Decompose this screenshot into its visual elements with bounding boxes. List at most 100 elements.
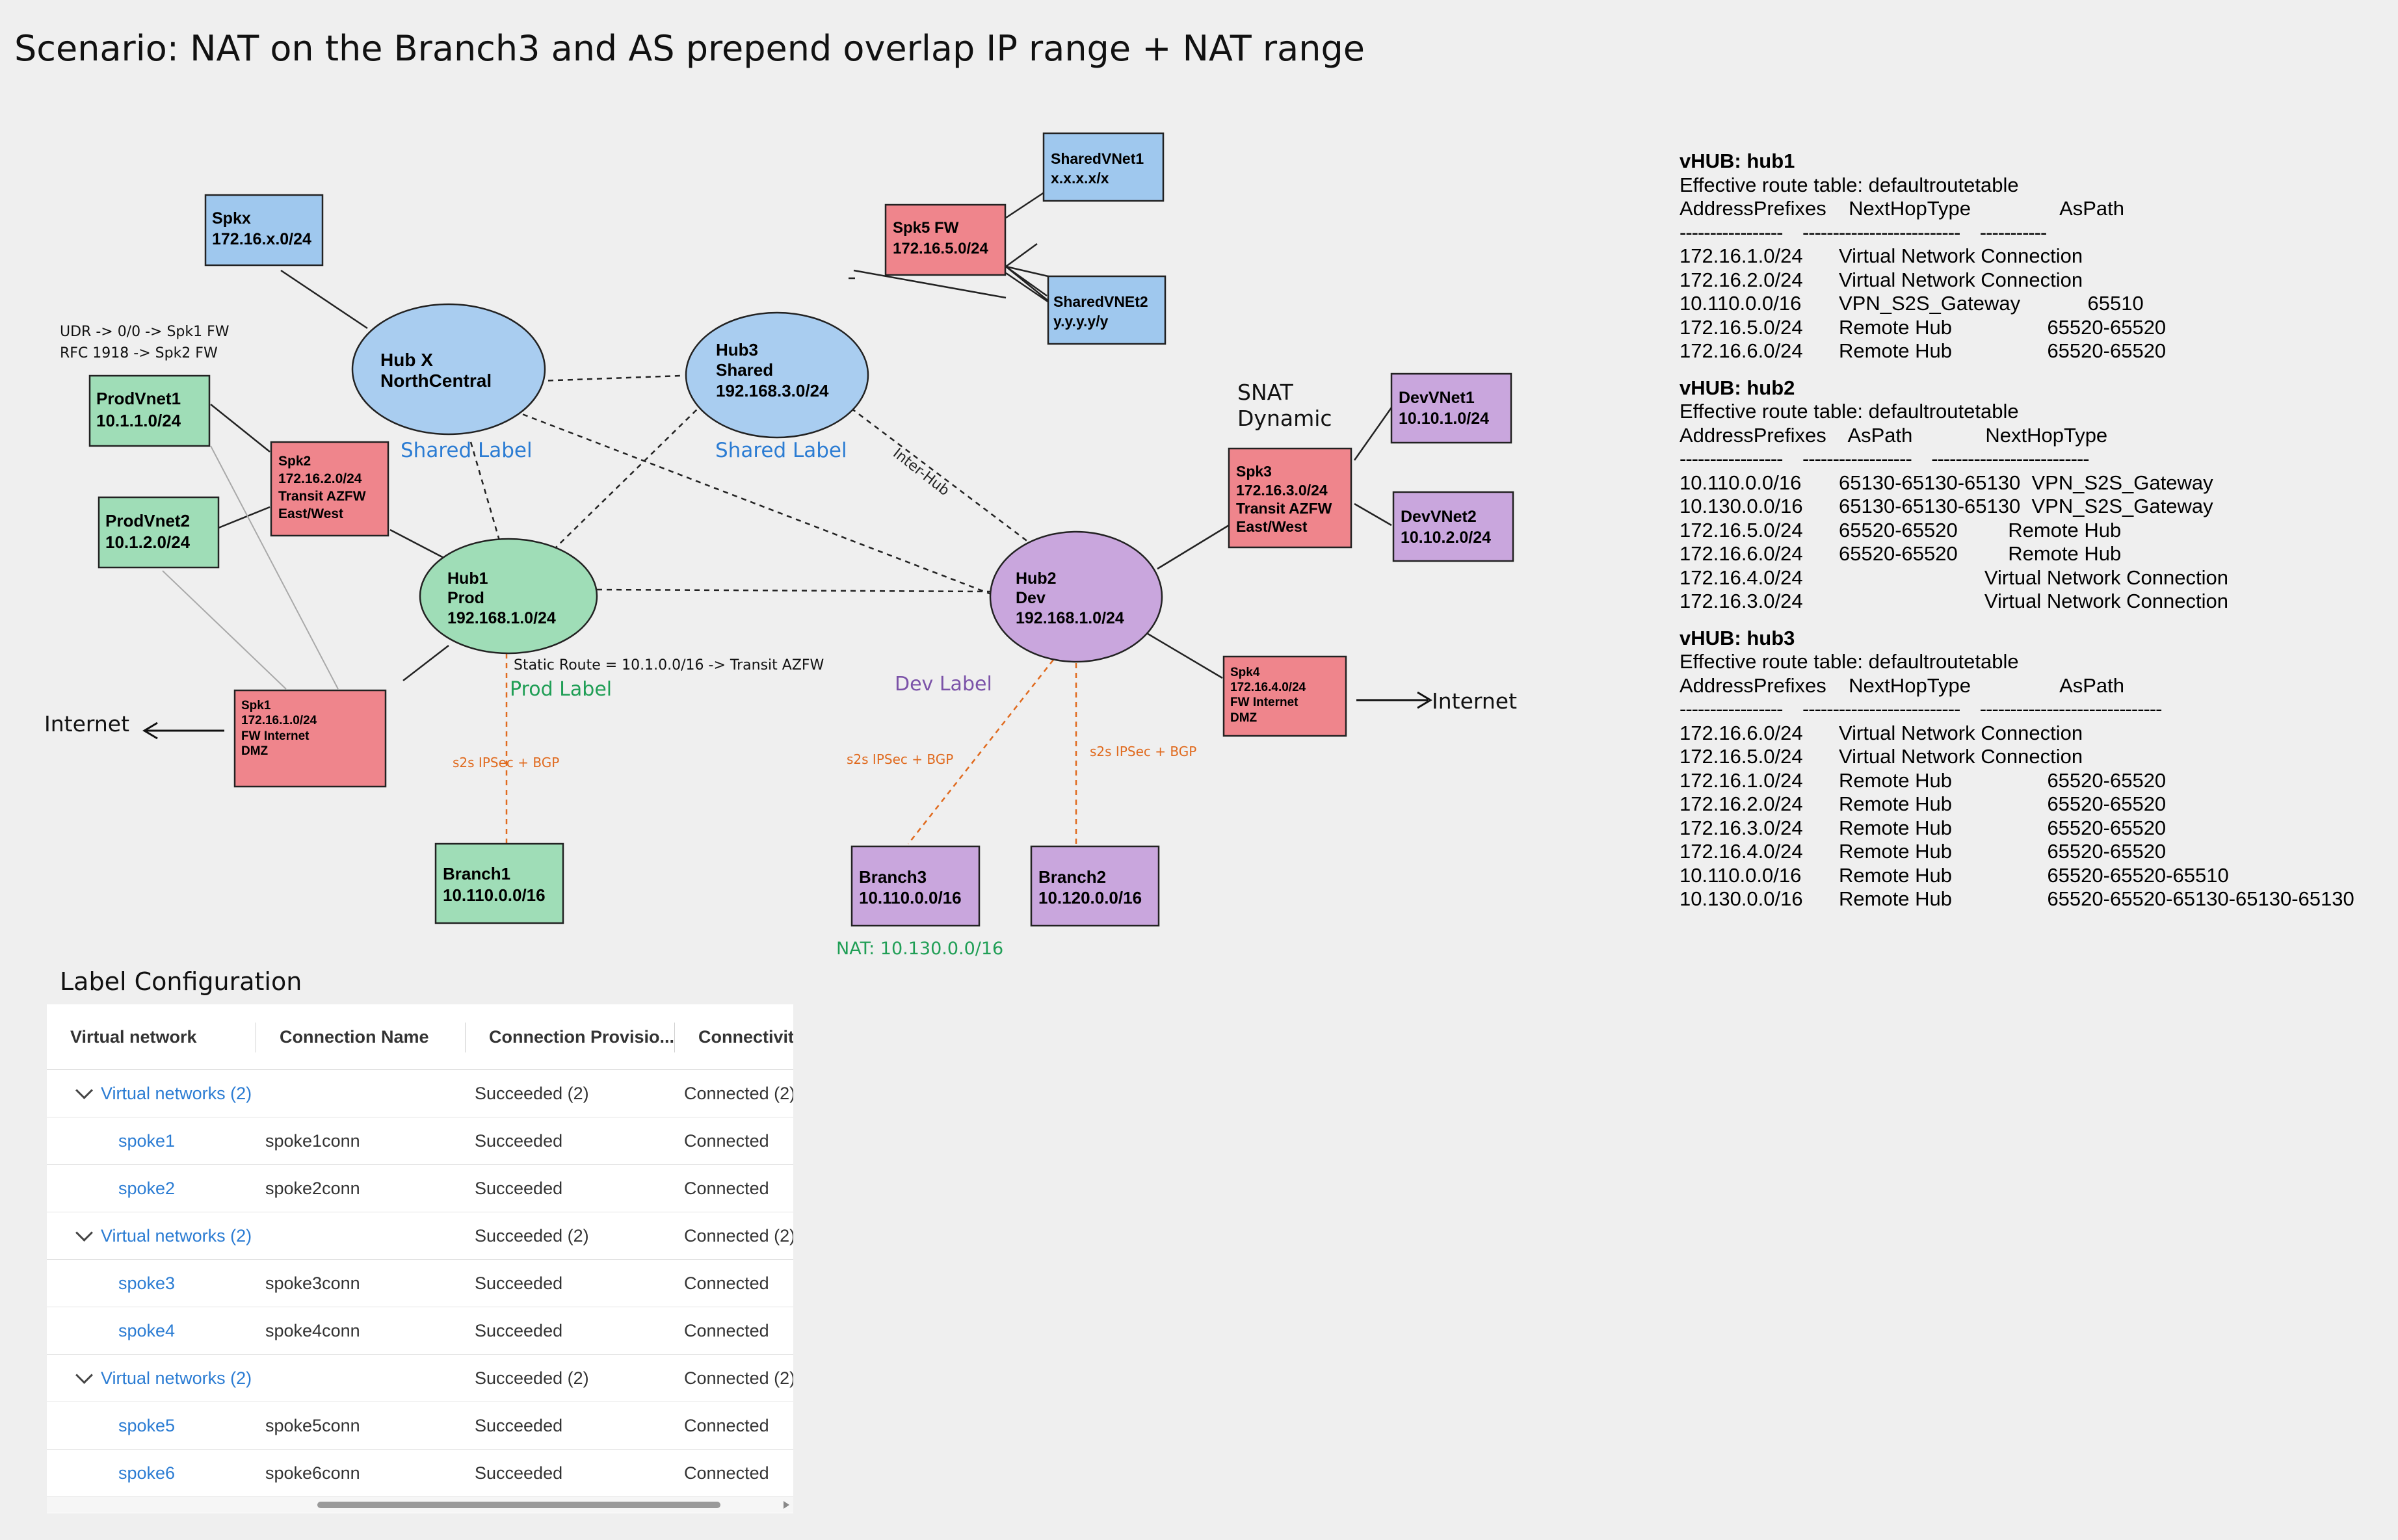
route-details: Remote Hub 65520-65520 <box>1839 840 2167 863</box>
connectivity-cell-text: Connected <box>684 1178 769 1198</box>
virtual-network-cell[interactable]: spoke1 <box>47 1117 256 1165</box>
connectivity-cell-text: Connected (2) <box>684 1368 793 1388</box>
scrollbar-thumb[interactable] <box>317 1502 720 1508</box>
svg-text:172.16.x.0/24: 172.16.x.0/24 <box>212 230 311 248</box>
svg-text:DevVNet2: DevVNet2 <box>1401 508 1477 526</box>
svg-text:10.110.0.0/16: 10.110.0.0/16 <box>859 888 962 907</box>
route-row: 172.16.2.0/24 Remote Hub 65520-65520 <box>1680 792 2388 816</box>
route-details: Virtual Network Connection <box>1839 244 2083 267</box>
connection-name-cell-text: spoke6conn <box>265 1463 360 1483</box>
column-header[interactable]: Connection Name <box>256 1004 466 1070</box>
provisioning-cell-text: Succeeded <box>475 1273 563 1293</box>
svg-text:Spk2: Spk2 <box>278 454 311 469</box>
route-prefix: 172.16.5.0/24 <box>1680 518 1803 542</box>
route-prefix: 172.16.5.0/24 <box>1680 315 1803 339</box>
chevron-down-icon[interactable] <box>75 1366 93 1384</box>
column-header[interactable]: Connection Provisio... <box>466 1004 675 1070</box>
virtual-network-cell[interactable]: spoke2 <box>47 1164 256 1212</box>
s2s-links <box>505 653 1077 844</box>
column-header[interactable]: Virtual network <box>47 1004 256 1070</box>
virtual-network-cell[interactable]: spoke4 <box>47 1307 256 1355</box>
column-header-label: Connectivity Status <box>698 1026 793 1047</box>
virtual-network-cell[interactable]: Virtual networks (2) <box>47 1069 256 1117</box>
group-row[interactable]: Virtual networks (2)Succeeded (2)Connect… <box>47 1212 793 1260</box>
svg-text:SharedVNet1: SharedVNet1 <box>1051 150 1144 167</box>
route-details: Virtual Network Connection <box>1839 745 2083 768</box>
svg-text:10.1.2.0/24: 10.1.2.0/24 <box>105 532 191 552</box>
virtual-network-cell-text: spoke2 <box>118 1178 176 1198</box>
svg-text:Hub1: Hub1 <box>447 569 488 588</box>
chevron-down-icon[interactable] <box>75 1223 93 1242</box>
svg-text:FW Internet: FW Internet <box>1230 696 1298 709</box>
group-row[interactable]: Virtual networks (2)Succeeded (2)Connect… <box>47 1069 793 1117</box>
route-prefix: 10.110.0.0/16 <box>1680 292 1802 315</box>
devvnet1-box: DevVNet1 10.10.1.0/24 <box>1390 372 1512 444</box>
column-header[interactable]: Connectivity Status <box>675 1004 793 1070</box>
table-row[interactable]: spoke6spoke6connSucceededConnectedhub3/d… <box>47 1449 793 1497</box>
svg-text:Branch2: Branch2 <box>1038 867 1106 887</box>
connectivity-cell-text: Connected <box>684 1320 769 1340</box>
virtual-network-cell-text: Virtual networks (2) <box>101 1225 252 1246</box>
column-header-label: Connection Name <box>280 1026 429 1047</box>
route-table-title: vHUB: hub1 <box>1680 150 1795 172</box>
table-row[interactable]: spoke4spoke4connSucceededConnectedhub2/d… <box>47 1307 793 1355</box>
connectivity-cell: Connected <box>675 1117 793 1165</box>
route-details: Virtual Network Connection <box>1839 566 2228 589</box>
hub3: Hub3 Shared 192.168.3.0/24 <box>685 311 869 439</box>
connectivity-cell-text: Connected <box>684 1130 769 1151</box>
connection-name-cell: spoke3conn <box>256 1259 466 1307</box>
svg-text:DMZ: DMZ <box>241 744 269 758</box>
virtual-network-cell-text: spoke4 <box>118 1320 176 1340</box>
group-row[interactable]: Virtual networks (2)Succeeded (2)Connect… <box>47 1354 793 1402</box>
virtual-network-cell-text: spoke1 <box>118 1130 176 1151</box>
virtual-network-cell-text: Virtual networks (2) <box>101 1368 252 1388</box>
svg-text:172.16.5.0/24: 172.16.5.0/24 <box>893 240 988 257</box>
connectivity-cell: Connected (2) <box>675 1354 793 1402</box>
svg-text:DevVNet1: DevVNet1 <box>1399 389 1475 407</box>
svg-text:Transit AZFW: Transit AZFW <box>278 489 366 504</box>
table-row[interactable]: spoke1spoke1connSucceededConnectedhub1/d… <box>47 1117 793 1165</box>
table-row[interactable]: spoke3spoke3connSucceededConnectedhub2/d… <box>47 1259 793 1307</box>
virtual-network-cell-text: spoke6 <box>118 1463 176 1483</box>
svg-text:172.16.2.0/24: 172.16.2.0/24 <box>278 471 362 486</box>
virtual-network-cell[interactable]: spoke3 <box>47 1259 256 1307</box>
svg-text:Spk4: Spk4 <box>1230 666 1260 679</box>
virtual-network-cell[interactable]: Virtual networks (2) <box>47 1354 256 1402</box>
route-prefix: 172.16.2.0/24 <box>1680 792 1803 815</box>
route-prefix: 172.16.6.0/24 <box>1680 721 1803 744</box>
route-details: Remote Hub 65520-65520 <box>1839 792 2167 815</box>
route-table-header: AddressPrefixes NextHopType AsPath <box>1680 673 2125 697</box>
horizontal-scrollbar[interactable] <box>47 1497 793 1513</box>
column-header-label: Virtual network <box>70 1026 197 1047</box>
column-divider[interactable] <box>465 1023 466 1052</box>
snat-note-2: Dynamic <box>1237 406 1332 431</box>
svg-text:Spk5 FW: Spk5 FW <box>893 219 959 237</box>
table-row[interactable]: spoke2spoke2connSucceededConnectedhub1/d… <box>47 1164 793 1212</box>
scroll-right-arrow-icon[interactable] <box>784 1501 789 1509</box>
virtual-network-cell[interactable]: spoke6 <box>47 1449 256 1497</box>
label-config-grid: Virtual network Connection Name Connection… <box>47 1004 793 1513</box>
route-prefix: 172.16.3.0/24 <box>1680 590 1803 612</box>
label-config-title: Label Configuration <box>60 967 302 996</box>
route-details: 65520-65520 Remote Hub <box>1839 518 2122 542</box>
route-table-separator: ----------------- ----------------------… <box>1680 698 2163 720</box>
connectivity-cell: Connected <box>675 1164 793 1212</box>
connection-name-cell: spoke2conn <box>256 1164 466 1212</box>
chevron-down-icon[interactable] <box>75 1081 93 1099</box>
virtual-network-cell[interactable]: spoke5 <box>47 1402 256 1450</box>
svg-text:10.1.1.0/24: 10.1.1.0/24 <box>96 411 181 430</box>
table-row[interactable]: spoke5spoke5connSucceededConnectedhub3/d… <box>47 1402 793 1450</box>
connection-name-cell: spoke1conn <box>256 1117 466 1165</box>
svg-text:10.110.0.0/16: 10.110.0.0/16 <box>443 885 546 905</box>
route-prefix: 172.16.6.0/24 <box>1680 542 1803 565</box>
virtual-network-cell[interactable]: Virtual networks (2) <box>47 1212 256 1260</box>
spkx-box: Spkx 172.16.x.0/24 <box>204 194 324 267</box>
column-header-label: Connection Provisio... <box>489 1026 675 1047</box>
column-divider[interactable] <box>674 1023 675 1052</box>
